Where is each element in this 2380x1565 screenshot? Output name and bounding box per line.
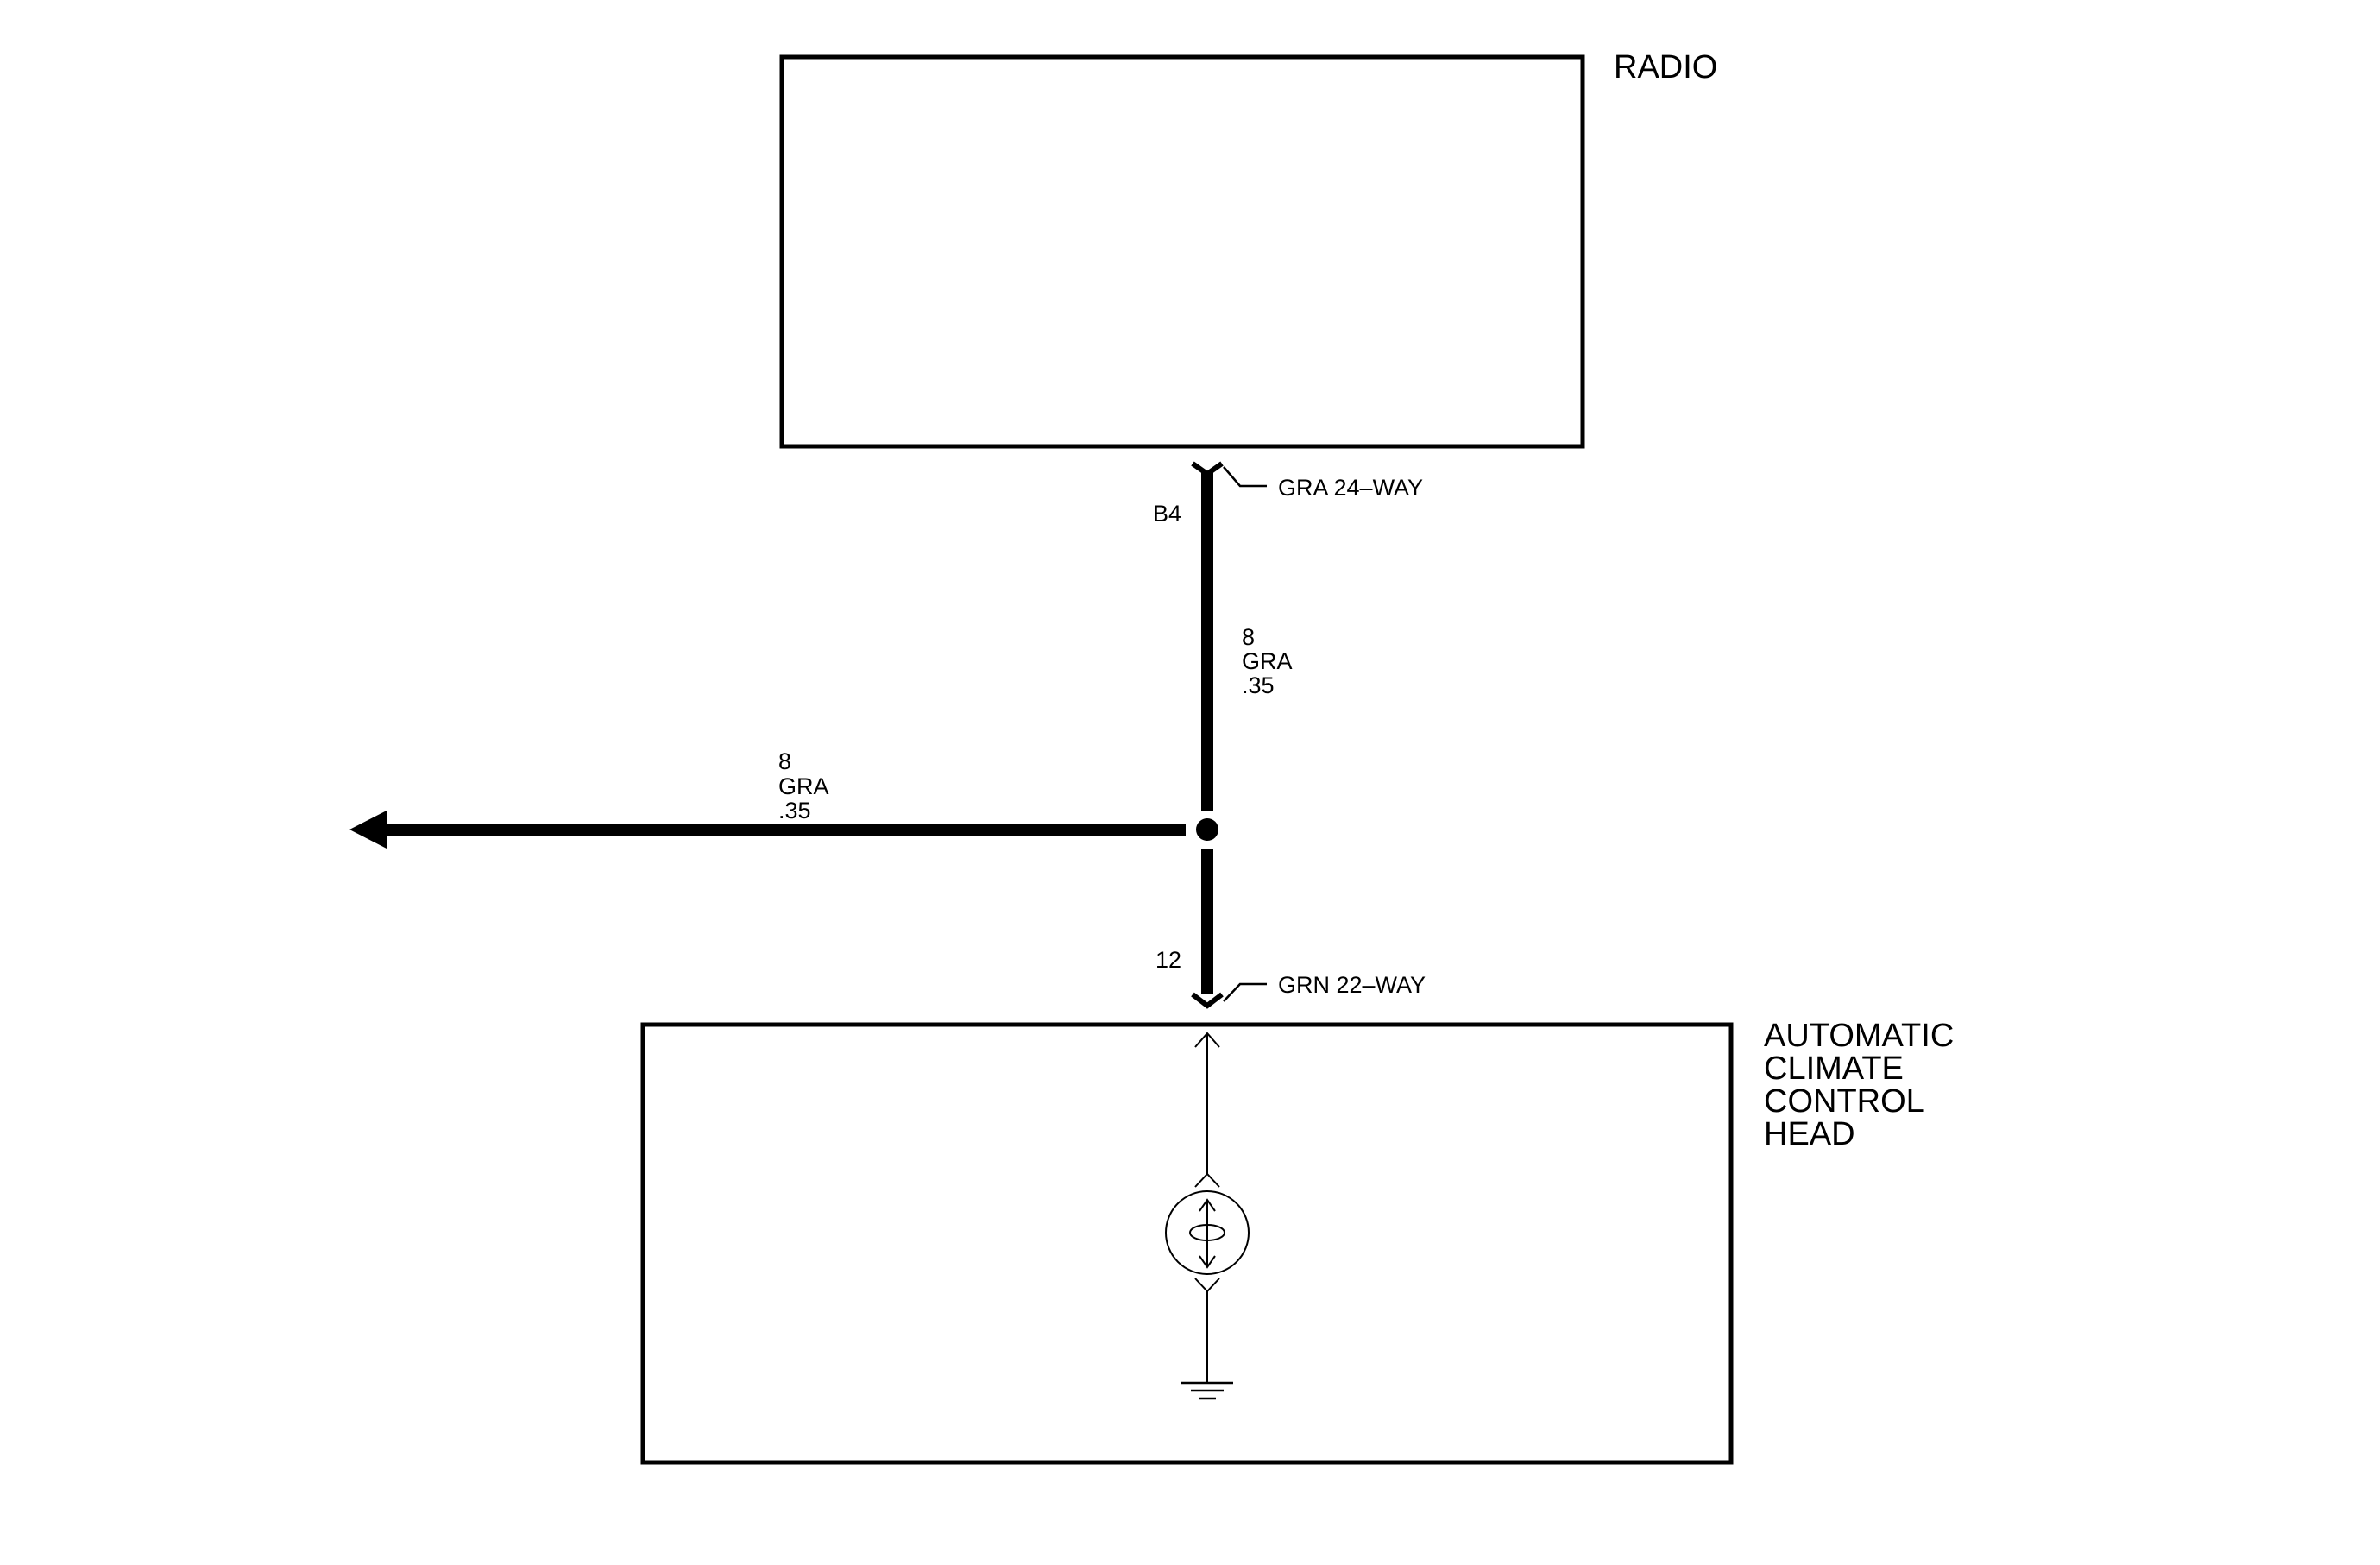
vertical-wire-color: GRA: [1242, 648, 1293, 674]
climate-head-label-line-4: HEAD: [1764, 1116, 1855, 1152]
transceiver-lower-chevron-icon: [1194, 1278, 1220, 1293]
upper-connector-pin: B4: [1153, 501, 1181, 527]
ground-icon: [1181, 1381, 1233, 1400]
lower-connector-pin: 12: [1155, 947, 1181, 973]
branch-wire-color: GRA: [778, 773, 829, 799]
upper-connector-name: GRA 24–WAY: [1278, 475, 1423, 501]
vertical-wire-circuit: 8: [1242, 624, 1255, 650]
lower-connector-name: GRN 22–WAY: [1278, 972, 1426, 998]
radio-label: RADIO: [1614, 49, 1717, 85]
climate-head-label-line-3: CONTROL: [1764, 1083, 1924, 1120]
input-arrow-icon: [1194, 1032, 1220, 1048]
climate-head-label-line-2: CLIMATE: [1764, 1051, 1904, 1087]
climate-head-label-line-1: AUTOMATIC: [1764, 1018, 1954, 1054]
transceiver-upper-chevron-icon: [1194, 1172, 1220, 1188]
lower-connector-symbol: [1191, 992, 1224, 1009]
splice-dot: [1196, 818, 1218, 841]
internal-circuit: [1165, 1032, 1250, 1400]
branch-arrow-icon: [349, 811, 387, 849]
data-transceiver-icon: [1165, 1190, 1250, 1275]
branch-wire-size: .35: [778, 798, 811, 824]
climate-head-module-box: [640, 1022, 1734, 1465]
upper-connector-leader: [1223, 466, 1267, 488]
branch-wire-circuit: 8: [778, 748, 791, 774]
lower-connector-leader: [1223, 982, 1267, 1002]
radio-module-box: [779, 54, 1585, 449]
vertical-wire-size: .35: [1242, 672, 1275, 698]
